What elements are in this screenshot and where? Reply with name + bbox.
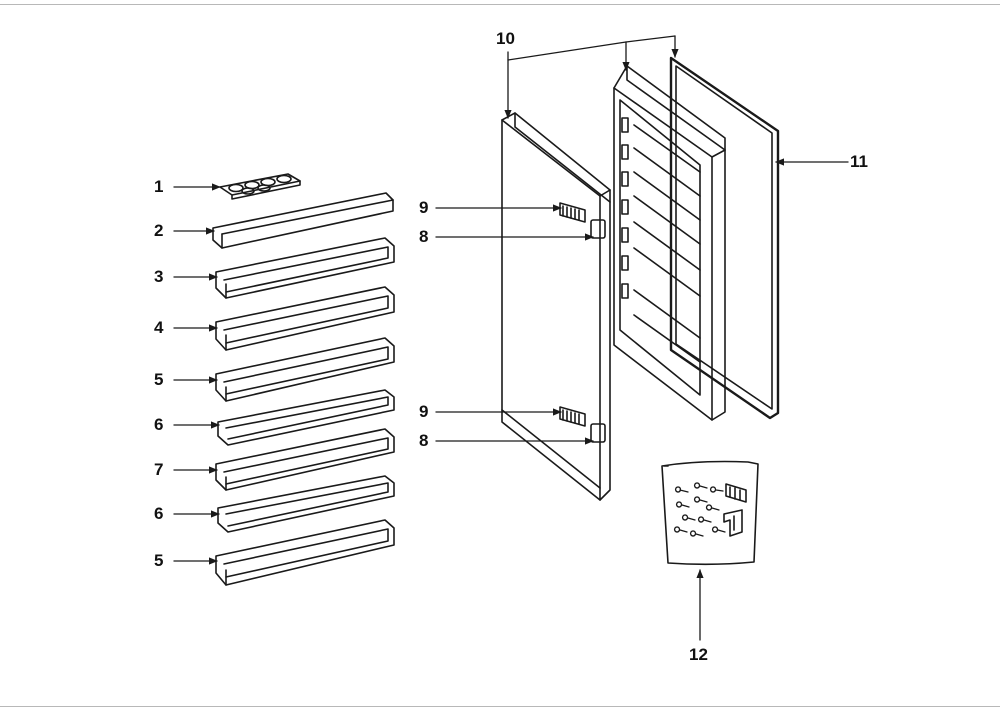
top-frame-line [0, 4, 1000, 5]
callout-12: 12 [689, 645, 708, 664]
right-leaders [435, 35, 849, 641]
callout-9-upper: 9 [419, 198, 429, 217]
callout-3: 3 [154, 267, 164, 286]
door-gasket [669, 56, 780, 420]
left-leaders [173, 183, 221, 565]
callout-2: 2 [154, 221, 164, 240]
callout-5-upper: 5 [154, 370, 164, 389]
callout-7: 7 [154, 460, 164, 479]
bottom-frame-line [0, 706, 1000, 707]
callout-9-lower: 9 [419, 402, 429, 421]
callout-10: 10 [496, 29, 515, 48]
callout-8-upper: 8 [419, 227, 429, 246]
callout-1: 1 [154, 177, 164, 196]
callout-6-upper: 6 [154, 415, 164, 434]
callout-11: 11 [850, 152, 868, 171]
door-outer-panel [501, 112, 611, 501]
egg-tray [219, 173, 301, 200]
callout-8-lower: 8 [419, 431, 429, 450]
callout-6-lower: 6 [154, 504, 164, 523]
door-inner-liner [613, 65, 726, 421]
callout-5-lower: 5 [154, 551, 164, 570]
hardware-bag [661, 460, 759, 566]
door-shelves [212, 192, 395, 586]
callout-4: 4 [154, 318, 164, 337]
